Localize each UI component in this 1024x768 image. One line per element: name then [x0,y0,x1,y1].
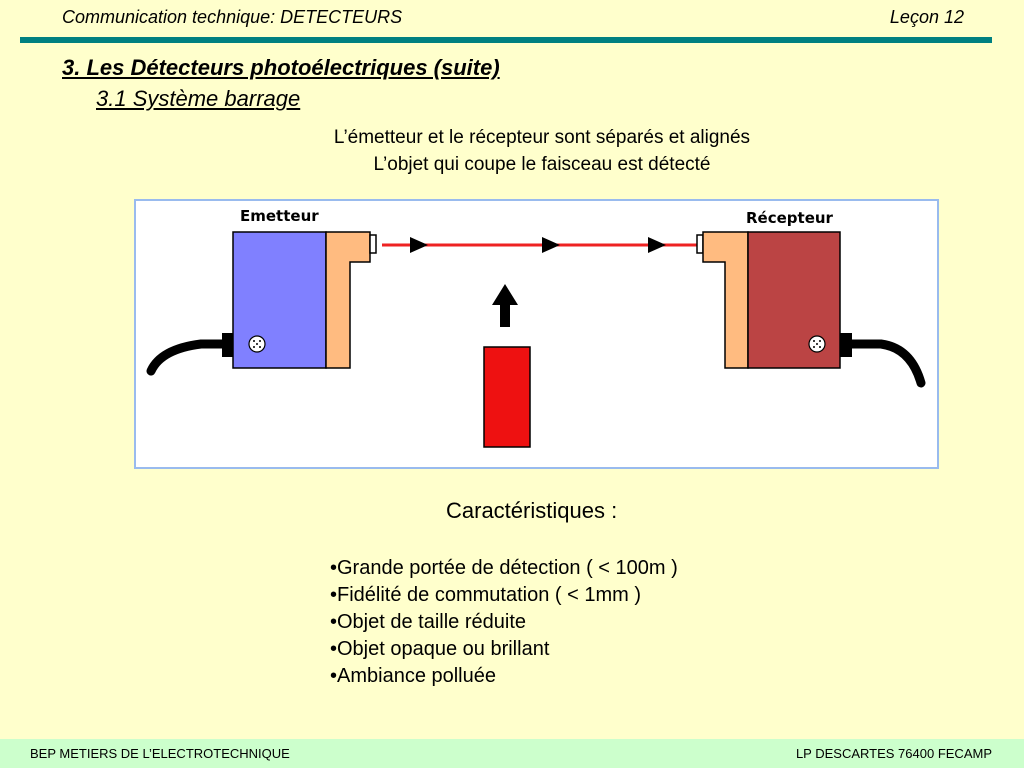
footer-bar [0,739,1024,768]
description-line-1: L’émetteur et le récepteur sont séparés … [333,127,751,148]
list-item: •Grande portée de détection ( < 100m ) [330,557,678,579]
through-beam-diagram: Emetteur Récepteur [134,199,939,469]
header-course-title: Communication technique: DETECTEURS [62,7,403,27]
emitter-label: Emetteur [240,207,319,225]
characteristics-heading: Caractéristiques : [446,498,618,523]
receiver-label: Récepteur [746,209,834,227]
footer-school: LP DESCARTES 76400 FECAMP [795,746,992,761]
list-item: •Objet de taille réduite [330,611,527,633]
header-divider [20,37,992,43]
receiver-connector [840,333,852,357]
diagram-svg: Emetteur Récepteur [146,207,926,448]
slide-subtitle: 3.1 Système barrage [96,86,301,111]
list-item: •Fidélité de commutation ( < 1mm ) [330,584,641,606]
beam-arrow-icon [648,237,666,253]
emitter-lens [369,234,377,254]
emitter-cable [146,339,239,376]
object-block [483,346,531,448]
list-item: •Ambiance polluée [330,665,496,687]
header-lesson-number: Leçon 12 [889,7,964,27]
receiver-lens-housing [702,231,749,369]
emitter-lens-housing [325,231,371,369]
list-item: •Objet opaque ou brillant [330,638,550,660]
detected-object [483,284,531,448]
emitter-body [232,231,327,369]
light-beam [382,237,702,253]
beam-arrow-icon [410,237,428,253]
characteristics-list: •Grande portée de détection ( < 100m ) •… [330,555,678,690]
receiver-cable [847,339,926,388]
receiver-body [747,231,841,369]
object-motion-arrow-icon [492,284,518,327]
footer-course: BEP METIERS DE L’ELECTROTECHNIQUE [30,746,290,761]
beam-arrow-icon [542,237,560,253]
emitter: Emetteur [146,207,377,376]
receiver-lens [696,234,704,254]
description-line-2: L’objet qui coupe le faisceau est détect… [373,154,711,175]
receiver: Récepteur [696,209,926,388]
slide-title: 3. Les Détecteurs photoélectriques (suit… [62,55,500,80]
emitter-connector [222,333,234,357]
